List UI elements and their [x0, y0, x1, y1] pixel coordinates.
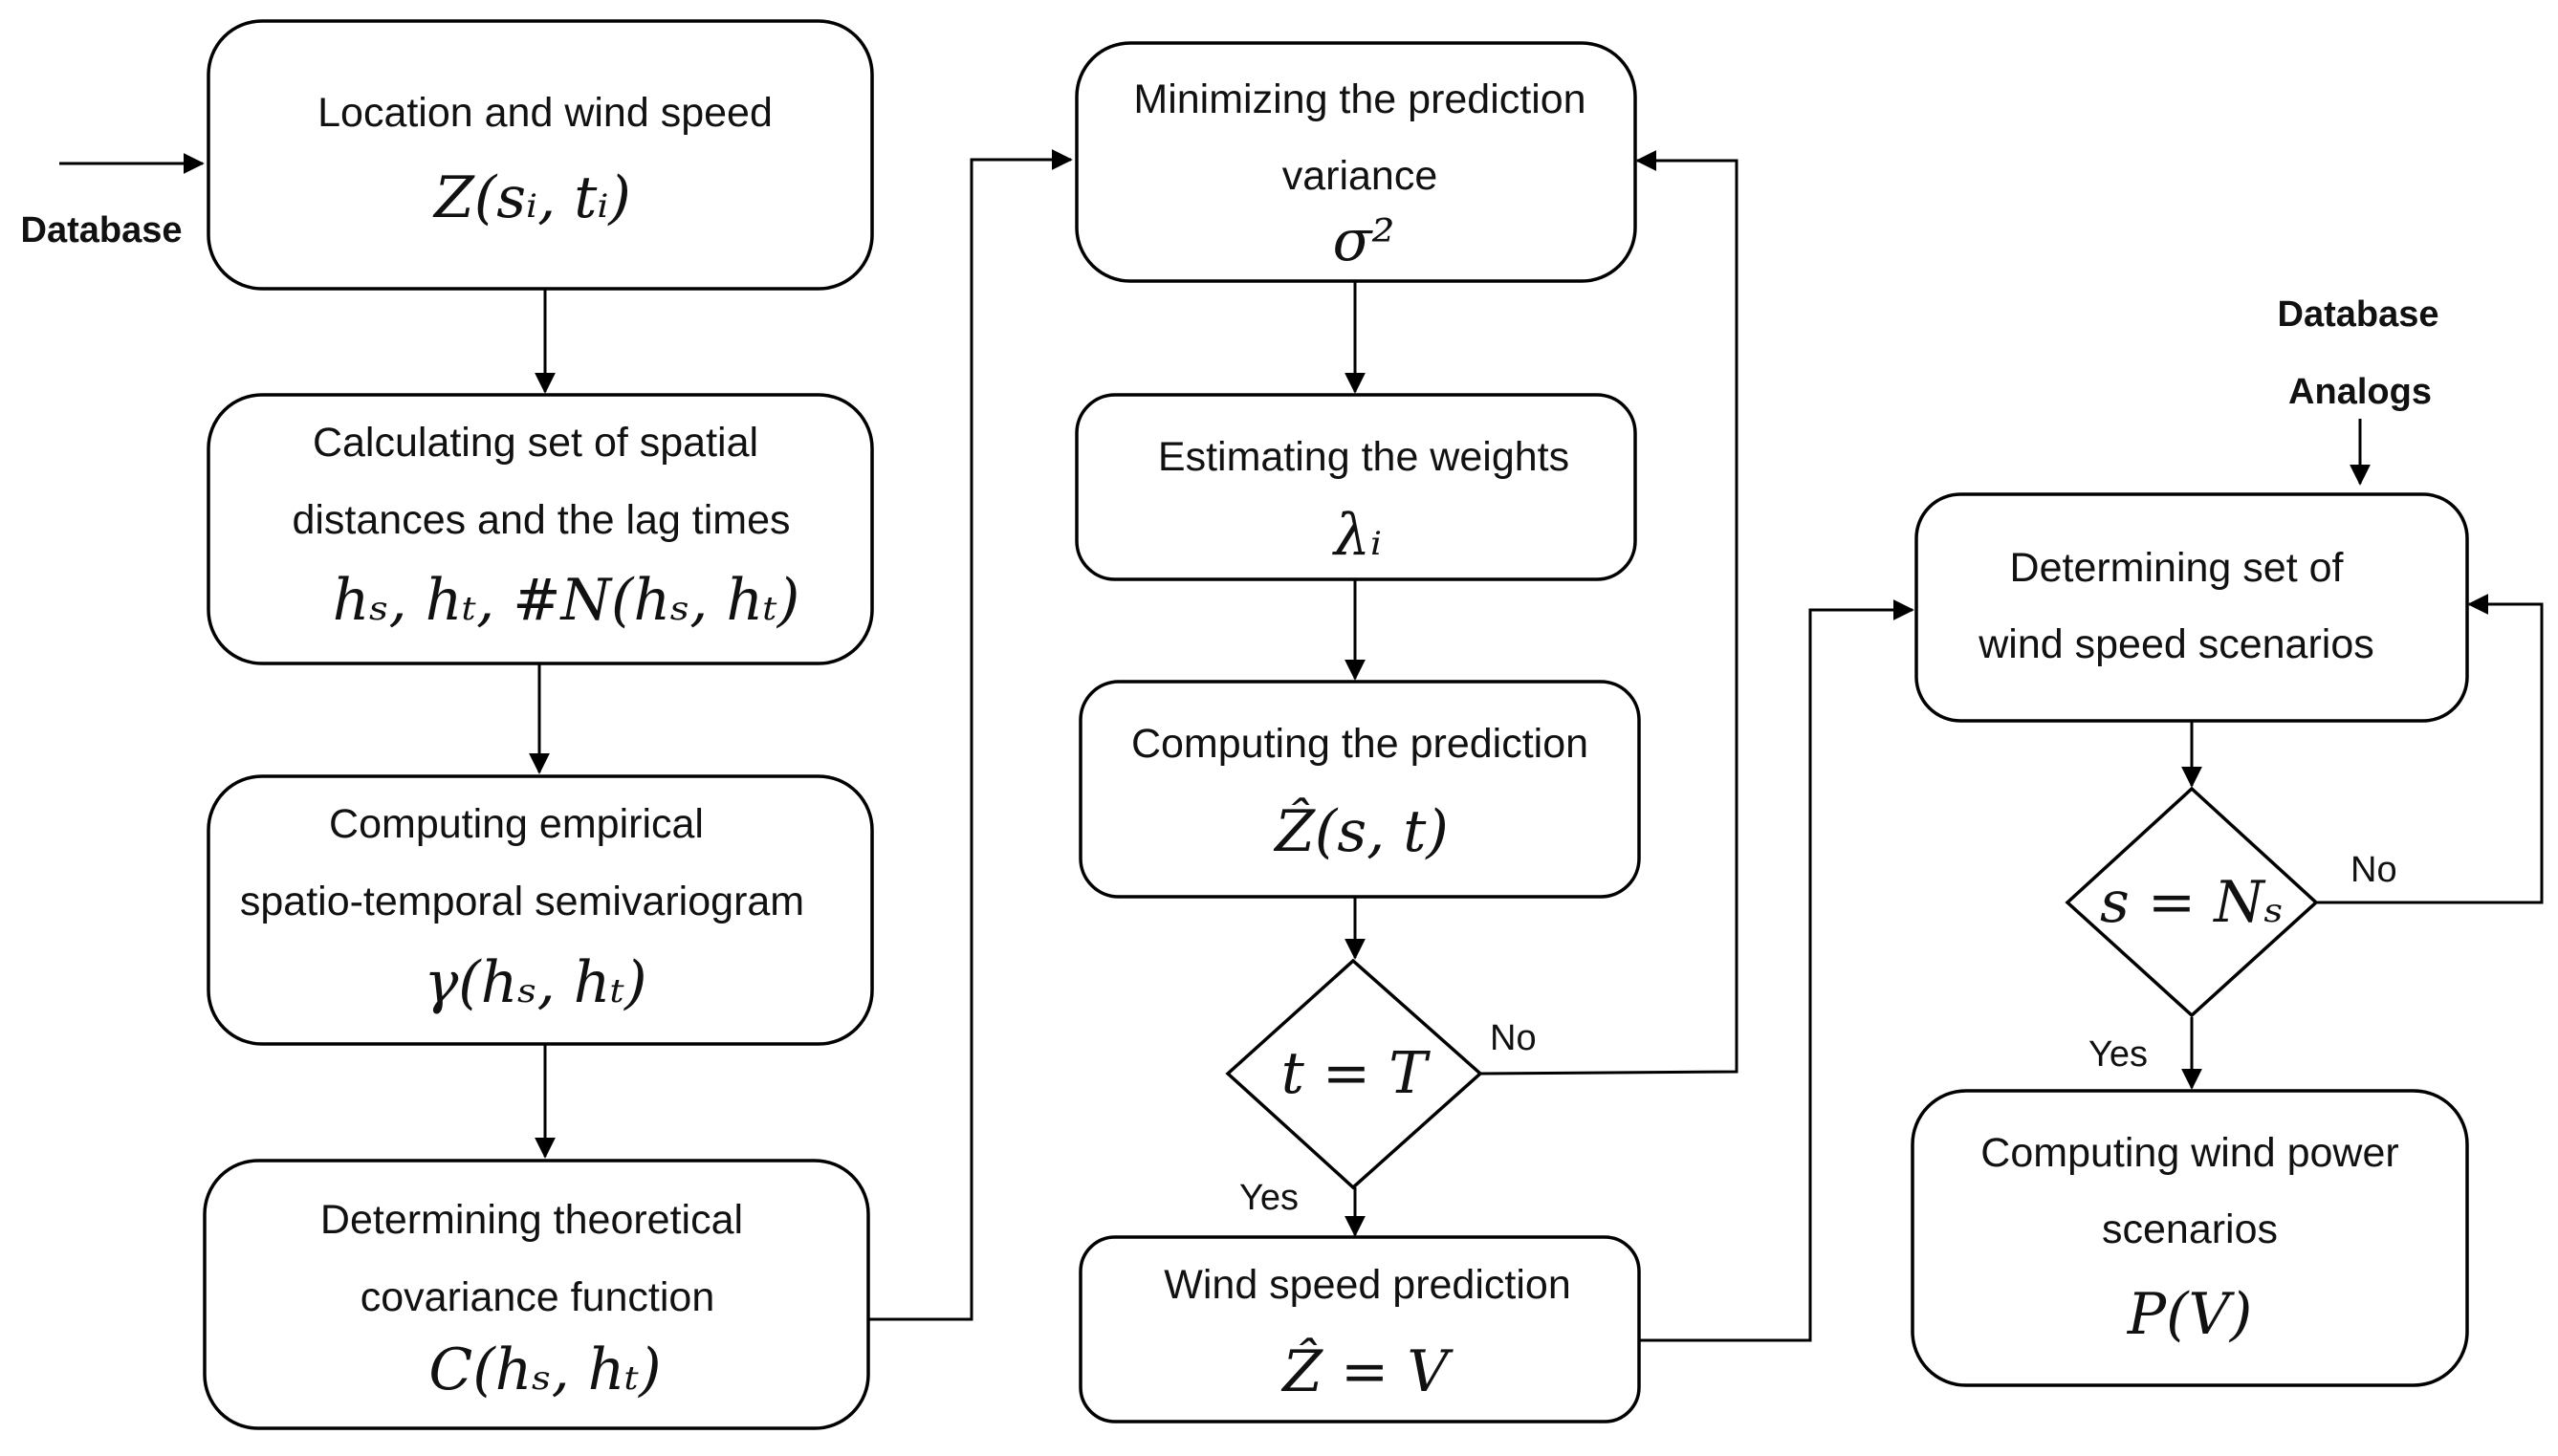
box-distances-math: hₛ, hₜ, #N(hₛ, hₜ) — [333, 567, 800, 634]
box-semivariogram-math: γ(hₛ, hₜ) — [424, 949, 646, 1016]
box-semivariogram-line2: spatio-temporal semivariogram — [240, 879, 804, 924]
box-covariance-math: C(hₛ, hₜ) — [428, 1336, 661, 1403]
box-minimizing-line2: variance — [1282, 153, 1438, 199]
box-power-line2: scenarios — [2102, 1206, 2278, 1252]
arrow-decision-s-no-to-scenarios — [2316, 594, 2544, 904]
decision-t-no-label: No — [1490, 1018, 1537, 1058]
box-spatial-distances-lag-times: Calculating set of spatial distances and… — [207, 393, 874, 665]
database-analogs-label-line2: Analogs — [2288, 372, 2432, 412]
box-covariance-line2: covariance function — [361, 1274, 715, 1320]
box-empirical-semivariogram: Computing empirical spatio-temporal semi… — [207, 774, 874, 1046]
box-wind-speed-prediction: Wind speed prediction Ẑ = V — [1079, 1235, 1641, 1423]
decision-t-equals-T: t = T No Yes — [1225, 958, 1537, 1218]
box-minimizing-line1: Minimizing the prediction — [1133, 76, 1585, 122]
decision-t-math: t = T — [1281, 1040, 1432, 1107]
box-distances-line2: distances and the lag times — [292, 497, 790, 543]
box-location-line1: Location and wind speed — [317, 90, 773, 136]
database-analogs-label-line1: Database — [2278, 294, 2439, 335]
decision-t-yes-label: Yes — [1239, 1178, 1299, 1218]
box-computing-prediction: Computing the prediction Ẑ(s, t) — [1079, 680, 1641, 899]
box-wind-power-scenarios: Computing wind power scenarios P(V) — [1911, 1089, 2469, 1387]
box-location-math: Z(sᵢ, tᵢ) — [432, 164, 631, 231]
box-minimizing-variance: Minimizing the prediction variance σ² — [1075, 41, 1637, 283]
box-power-math: P(V) — [2127, 1281, 2253, 1348]
box-wind-speed-prediction-line1: Wind speed prediction — [1164, 1262, 1570, 1308]
box-power-line1: Computing wind power — [1980, 1130, 2398, 1176]
box-weights-math: λᵢ — [1332, 502, 1382, 569]
box-covariance-line1: Determining theoretical — [320, 1197, 743, 1243]
box-prediction-math: Ẑ(s, t) — [1273, 797, 1449, 865]
decision-s-equals-Ns: s = Nₛ No Yes — [2065, 786, 2397, 1075]
database-input-label: Database — [21, 210, 183, 250]
box-distances-line1: Calculating set of spatial — [313, 420, 758, 466]
box-semivariogram-line1: Computing empirical — [329, 801, 704, 847]
decision-s-math: s = Nₛ — [2100, 869, 2284, 936]
box-minimizing-math: σ² — [1332, 207, 1394, 274]
arrow-wind-speed-prediction-to-scenarios — [1639, 599, 1914, 1342]
arrow-covariance-to-minimizing — [868, 149, 1073, 1321]
box-prediction-line1: Computing the prediction — [1131, 721, 1588, 767]
box-weights-line1: Estimating the weights — [1158, 434, 1569, 480]
box-wind-speed-scenarios: Determining set of wind speed scenarios — [1914, 492, 2469, 723]
box-scenarios-line1: Determining set of — [2010, 545, 2345, 591]
decision-s-no-label: No — [2350, 850, 2397, 890]
box-wind-speed-prediction-math: Ẑ = V — [1280, 1337, 1454, 1405]
connectors — [59, 149, 2544, 1342]
decision-s-yes-label: Yes — [2088, 1034, 2148, 1075]
box-location-wind-speed: Location and wind speed Z(sᵢ, tᵢ) — [207, 19, 874, 291]
box-theoretical-covariance: Determining theoretical covariance funct… — [203, 1159, 870, 1430]
box-estimating-weights: Estimating the weights λᵢ — [1075, 393, 1637, 581]
box-scenarios-line2: wind speed scenarios — [1978, 621, 2374, 667]
arrow-decision-t-no-to-minimizing — [1479, 150, 1738, 1076]
